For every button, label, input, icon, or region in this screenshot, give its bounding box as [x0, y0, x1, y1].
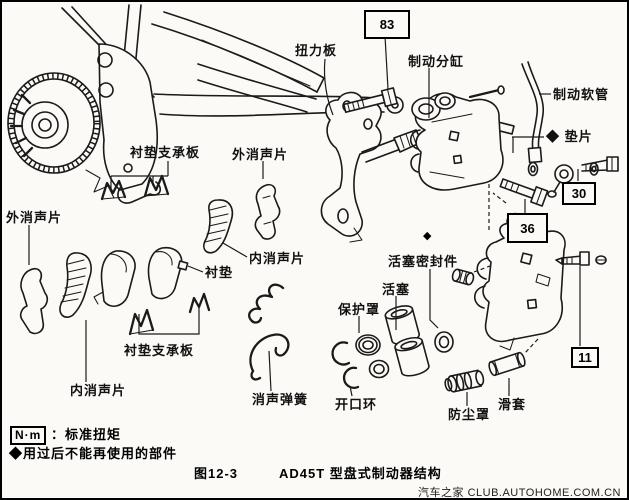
- bolt-36-drawing: [499, 178, 549, 207]
- label-pad: 衬垫: [205, 265, 234, 280]
- label-pad-support-plate-top: 衬垫支承板: [130, 145, 201, 160]
- callout-83: 83: [364, 10, 410, 39]
- label-brake-cylinder: 制动分缸: [408, 54, 465, 69]
- torque-plate-drawing: [320, 91, 423, 243]
- label-inner-shim-bottom: 内消声片: [70, 383, 127, 398]
- label-gasket: ◆ 垫片: [546, 129, 593, 144]
- label-sliding-sleeve: 滑套: [498, 397, 527, 412]
- pads-and-shims-drawing: [19, 174, 281, 336]
- figure-number: 图12-3: [194, 466, 239, 481]
- label-dust-cover: 防尘罩: [448, 407, 491, 422]
- label-inner-shim-right: 内消声片: [249, 251, 306, 266]
- brake-rotor-drawing: [7, 72, 101, 174]
- anti-squeal-spring-drawing: [248, 283, 290, 381]
- label-torque-plate: 扭力板: [295, 43, 338, 58]
- figure-title: AD45T 型盘式制动器结构: [279, 466, 442, 481]
- label-outer-shim-top: 外消声片: [232, 147, 289, 162]
- label-snap-ring: 开口环: [335, 397, 378, 412]
- legend-nonreusable: ◆用过后不能再使用的部件: [9, 446, 178, 461]
- bolt-83-drawing: [343, 87, 398, 113]
- torque-note: ：标准扭矩: [50, 427, 121, 442]
- label-piston: 活塞: [382, 282, 411, 297]
- brake-hose-drawing: [521, 61, 619, 198]
- piston-parts-drawing: [331, 268, 526, 393]
- brake-cylinder-drawing: [409, 85, 515, 191]
- leader-lines: [28, 35, 581, 406]
- label-pad-support-plate-bottom: 衬垫支承板: [124, 343, 195, 358]
- label-anti-squeal-spring: 消声弹簧: [252, 392, 309, 407]
- label-brake-hose: 制动软管: [553, 87, 610, 102]
- legend-torque: N·m ：标准扭矩: [10, 424, 121, 445]
- callout-30: 30: [562, 182, 596, 205]
- non-reusable-marker-icon: ◆: [423, 230, 432, 242]
- watermark: 汽车之家 CLUB.AUTOHOME.COM.CN: [418, 487, 621, 499]
- label-boot: 保护罩: [338, 302, 381, 317]
- callout-11: 11: [571, 347, 599, 368]
- callout-36: 36: [507, 213, 548, 243]
- label-piston-seal: 活塞密封件: [388, 254, 459, 269]
- label-outer-shim-left: 外消声片: [6, 210, 63, 225]
